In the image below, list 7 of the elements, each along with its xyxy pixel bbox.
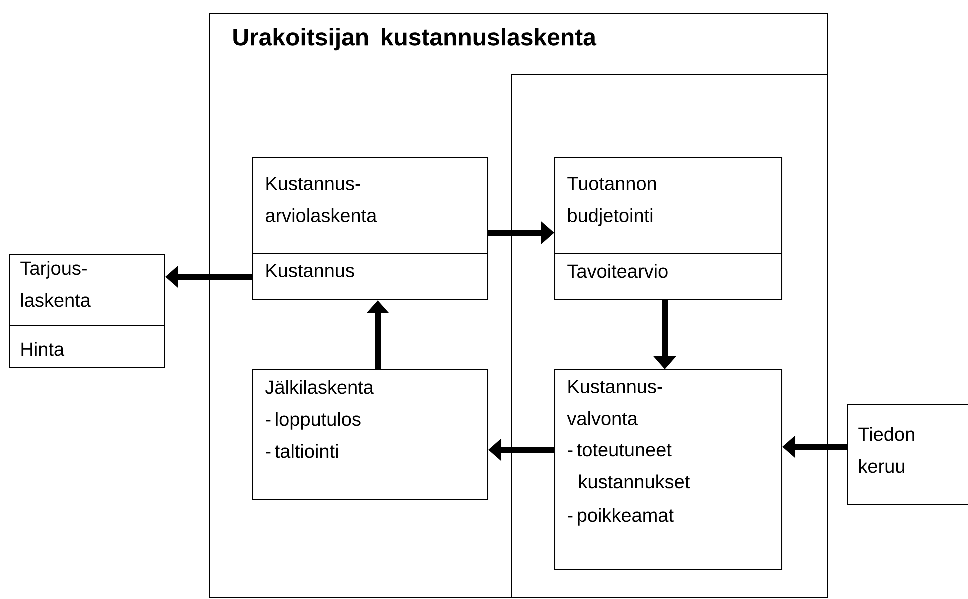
- process-box: Jälkilaskenta - lopputulos - taltiointi: [252, 370, 488, 500]
- process-box: Tuotannon budjetointi Tavoitearvio: [554, 158, 783, 300]
- process-box: Tiedon keruu: [848, 404, 968, 506]
- process-box: Tarjous- laskenta Hinta: [10, 254, 166, 368]
- group-box: [512, 74, 829, 598]
- process-box: Kustannus- valvonta - toteutuneet kustannukset - poikkeamat: [554, 370, 783, 570]
- process-box: Kustannus- arviolaskenta Kustannus: [252, 158, 488, 300]
